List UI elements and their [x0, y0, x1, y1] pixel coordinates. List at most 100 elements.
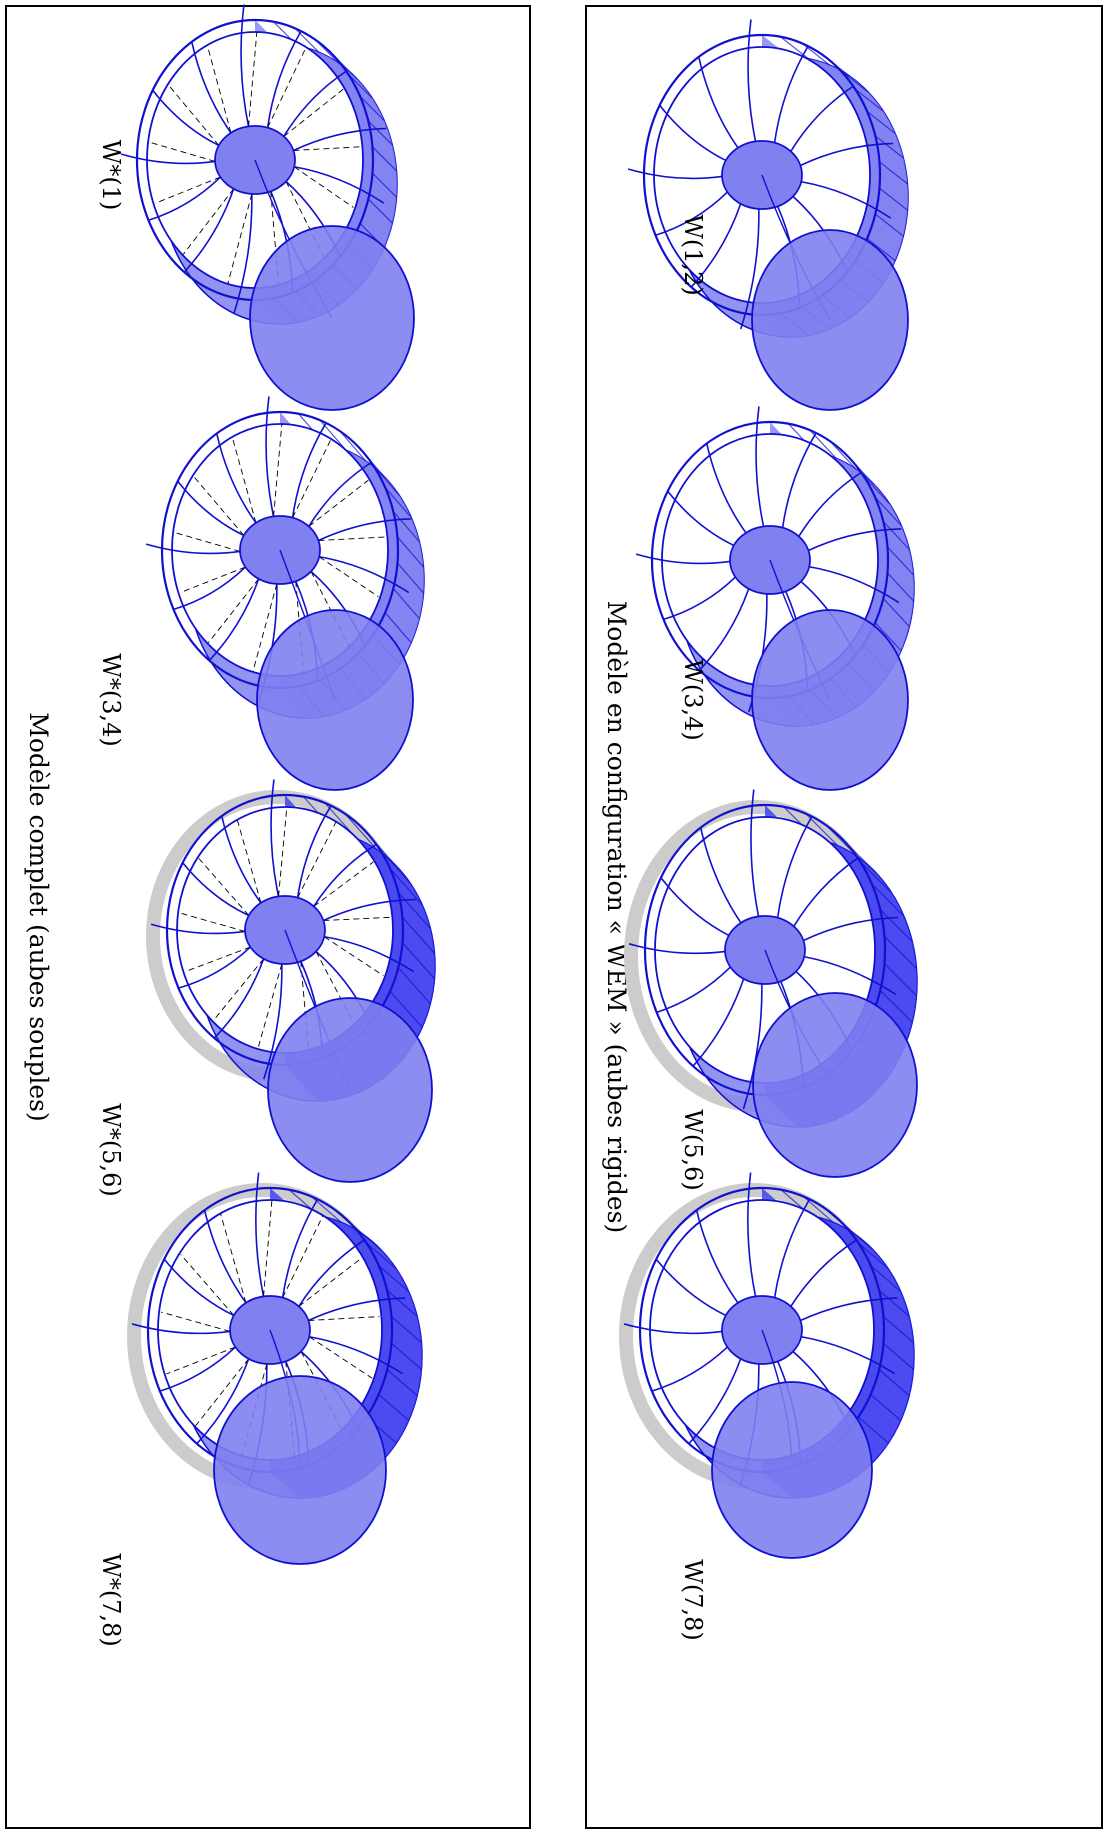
blade-reference-dashed	[252, 583, 278, 672]
shroud-stripe	[882, 521, 910, 550]
blade	[291, 422, 327, 518]
blade	[688, 1358, 742, 1445]
rotor-w56-flex	[146, 779, 436, 1183]
shroud-stripe	[389, 990, 423, 1028]
blade	[692, 978, 745, 1067]
shroud-stripe	[883, 1316, 914, 1344]
blade-reference-dashed	[212, 958, 265, 1021]
shroud-stripe	[389, 868, 423, 906]
blade	[318, 518, 412, 542]
blade	[660, 877, 730, 937]
blade	[699, 827, 742, 924]
blade	[659, 104, 727, 162]
blade-reference-dashed	[174, 532, 241, 552]
blade	[781, 432, 817, 528]
shroud-stripe	[386, 1289, 418, 1317]
blade-reference-dashed	[182, 188, 235, 255]
shroud-stripe	[392, 511, 420, 542]
panel-rigid-frame	[585, 5, 1103, 1829]
blade-reference-dashed	[198, 858, 250, 916]
blade-reference-dashed	[220, 1213, 247, 1303]
rotor-w34-flex	[145, 396, 425, 791]
blade	[663, 576, 736, 621]
blade-reference-dashed	[282, 1215, 324, 1298]
blade	[773, 1198, 811, 1298]
blade-reference-dashed	[313, 861, 374, 907]
blade	[173, 566, 246, 611]
rotor-w78-flex	[127, 1172, 423, 1565]
blade-reference-dashed	[293, 146, 361, 151]
blade	[651, 1346, 728, 1392]
blade-reference-dashed	[248, 31, 258, 127]
rear-disc	[267, 997, 433, 1183]
shroud-stripe	[859, 860, 893, 894]
blade	[628, 943, 726, 955]
blade	[755, 406, 765, 527]
shroud-stripe	[347, 73, 373, 99]
shroud-stripe	[372, 172, 397, 198]
rear-disc	[213, 1375, 387, 1565]
blade	[698, 588, 750, 672]
shroud-stripe	[384, 486, 412, 518]
blade	[742, 983, 763, 1110]
blade	[150, 923, 246, 935]
blade	[739, 208, 760, 330]
blade-reference-dashed	[185, 946, 251, 973]
blade	[294, 165, 385, 204]
rotor-w12	[627, 19, 909, 411]
blade-reference-dashed	[160, 1311, 231, 1332]
blade	[293, 127, 387, 152]
blade	[773, 45, 809, 143]
shroud-stripe	[879, 161, 908, 185]
blade	[697, 56, 739, 149]
shroud-stripe	[874, 622, 902, 652]
mode-label-w1-flex: W*(1)	[97, 140, 125, 211]
shroud-stripe	[377, 846, 411, 884]
blade	[308, 1297, 406, 1322]
blade	[309, 1335, 404, 1375]
shroud-stripe	[874, 135, 904, 159]
shroud-stripe	[878, 1289, 910, 1317]
shroud-stripe	[344, 813, 378, 851]
blade	[656, 966, 731, 1014]
blade	[240, 4, 250, 127]
blade-reference-dashed	[206, 45, 232, 133]
shroud-stripe	[397, 562, 424, 594]
blade	[627, 168, 723, 180]
mode-label-w78-flex: W*(7,8)	[97, 1553, 125, 1647]
blade-reference-dashed	[315, 951, 355, 1024]
blade	[705, 443, 747, 534]
blade	[790, 1239, 857, 1307]
rear-disc	[249, 225, 415, 411]
mode-label-w12: W(1,2)	[679, 214, 707, 296]
blade-reference-dashed	[236, 819, 262, 903]
blade-reference-dashed	[323, 936, 384, 976]
blade	[263, 963, 283, 1080]
blade-reference-dashed	[227, 193, 253, 284]
blade	[747, 19, 757, 142]
blade	[776, 816, 813, 918]
blade	[308, 461, 372, 527]
blade	[655, 191, 728, 237]
blade	[213, 958, 265, 1039]
blade-reference-dashed	[308, 479, 369, 527]
mode-label-w78: W(7,8)	[679, 1559, 707, 1641]
blade	[196, 1358, 250, 1445]
shroud-stripe	[294, 27, 320, 53]
shroud-stripe	[367, 120, 393, 146]
rotor-w78	[619, 1172, 915, 1559]
shroud-stripe	[878, 1369, 910, 1397]
blade-reference-dashed	[292, 439, 332, 518]
blade	[690, 203, 742, 288]
shroud-stripe	[882, 598, 910, 627]
blade	[623, 1323, 723, 1335]
blade	[177, 480, 245, 537]
blade	[183, 188, 235, 273]
blade-reference-dashed	[168, 85, 220, 146]
blade-reference-dashed	[180, 566, 246, 594]
blade	[182, 862, 250, 917]
blade-reference-dashed	[273, 423, 283, 517]
blade	[298, 1239, 365, 1307]
shroud-stripe	[879, 187, 908, 211]
